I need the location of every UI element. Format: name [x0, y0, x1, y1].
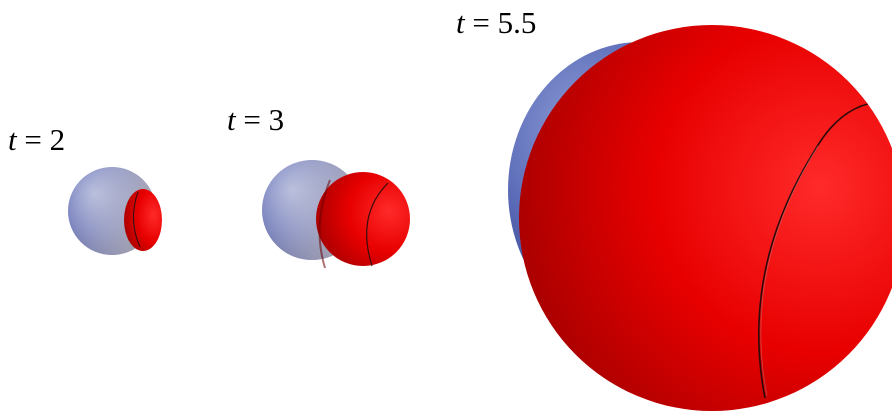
red-sphere-t55: [519, 25, 892, 411]
red-sphere-t3: [316, 172, 410, 266]
time-value: 5.5: [497, 5, 537, 40]
time-label-t3: t = 3: [227, 104, 284, 135]
equals-sign: =: [235, 102, 269, 137]
red-cap-t2: [124, 189, 162, 251]
time-value: 3: [268, 102, 285, 137]
time-variable: t: [456, 5, 465, 40]
sphere-pair-t3: [262, 160, 410, 269]
time-label-t55: t = 5.5: [456, 7, 536, 38]
equals-sign: =: [16, 122, 50, 157]
time-value: 2: [49, 122, 66, 157]
equals-sign: =: [464, 5, 498, 40]
seam-highlight-t55: [760, 145, 819, 397]
sphere-pair-t55: [508, 25, 892, 411]
seam-line-t55: [757, 100, 892, 399]
sphere-pair-t2: [68, 167, 162, 255]
time-label-t2: t = 2: [8, 124, 65, 155]
seam-line-t2: [133, 191, 141, 248]
seam-line-t3: [366, 182, 389, 267]
time-variable: t: [8, 122, 17, 157]
rim-shadow-t3: [318, 179, 331, 269]
time-variable: t: [227, 102, 236, 137]
